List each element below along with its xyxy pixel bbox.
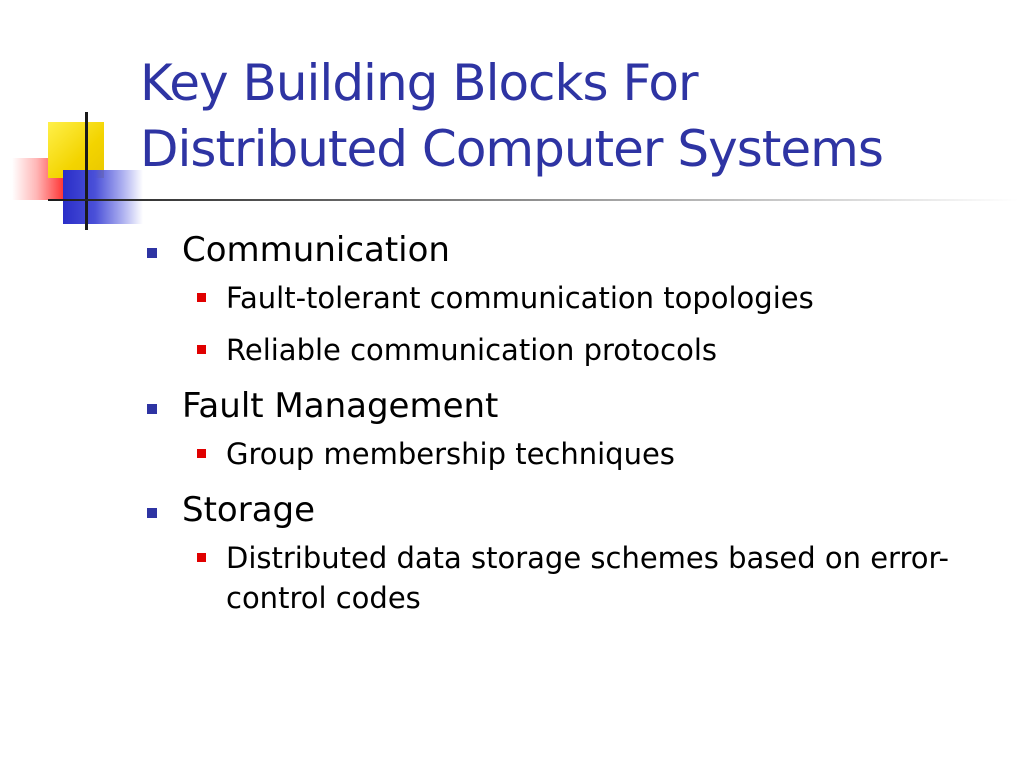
square-bullet-icon xyxy=(197,345,206,354)
sub-bullet-text: Distributed data storage schemes based o… xyxy=(226,541,950,615)
bullet-list: Communication Fault-tolerant communicati… xyxy=(140,226,1010,630)
square-bullet-icon xyxy=(147,508,157,518)
sub-bullet-text: Group membership techniques xyxy=(226,437,675,471)
sub-bullet-item: Reliable communication protocols xyxy=(140,330,1010,370)
square-bullet-icon xyxy=(147,248,157,258)
bullet-text: Storage xyxy=(182,490,316,530)
decorative-blue-block xyxy=(63,170,143,224)
bullet-item-storage: Storage xyxy=(140,486,1010,534)
sub-bullet-text: Fault-tolerant communication topologies xyxy=(226,281,814,315)
sub-bullet-list: Distributed data storage schemes based o… xyxy=(140,538,1010,618)
square-bullet-icon xyxy=(197,293,206,302)
bullet-item-fault-management: Fault Management xyxy=(140,382,1010,430)
decorative-vertical-line xyxy=(85,112,88,230)
slide-title: Key Building Blocks For Distributed Comp… xyxy=(140,50,1010,182)
bullet-text: Fault Management xyxy=(182,386,499,426)
sub-bullet-item: Group membership techniques xyxy=(140,434,1010,474)
square-bullet-icon xyxy=(197,449,206,458)
bullet-item-communication: Communication xyxy=(140,226,1010,274)
sub-bullet-item: Distributed data storage schemes based o… xyxy=(140,538,1010,618)
sub-bullet-list: Group membership techniques xyxy=(140,434,1010,474)
sub-bullet-list: Fault-tolerant communication topologies … xyxy=(140,278,1010,370)
square-bullet-icon xyxy=(147,404,157,414)
sub-bullet-item: Fault-tolerant communication topologies xyxy=(140,278,1010,318)
sub-bullet-text: Reliable communication protocols xyxy=(226,333,717,367)
bullet-text: Communication xyxy=(182,230,450,270)
title-underline xyxy=(48,199,1018,201)
decorative-yellow-block xyxy=(48,122,104,178)
square-bullet-icon xyxy=(197,553,206,562)
slide-title-line-1: Key Building Blocks For xyxy=(140,54,699,112)
slide-title-line-2: Distributed Computer Systems xyxy=(140,120,884,178)
